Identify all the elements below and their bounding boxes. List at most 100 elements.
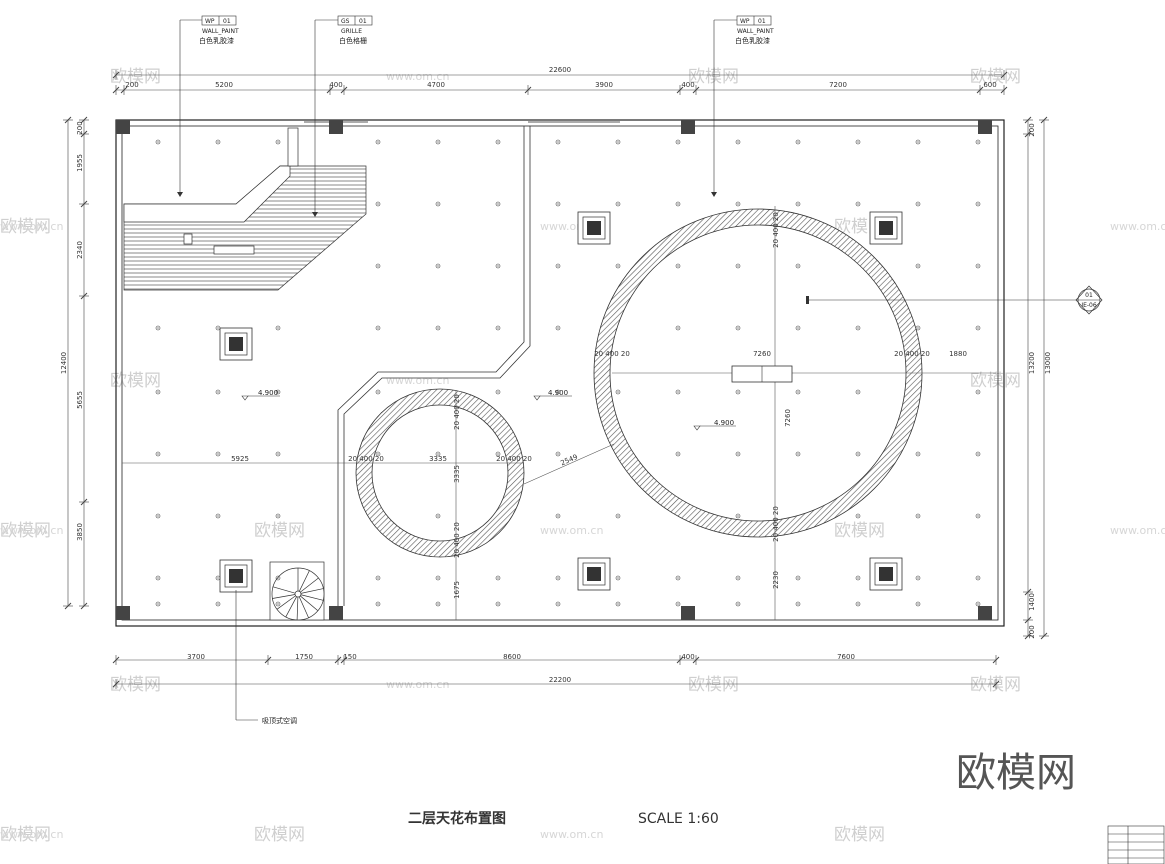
downlight-icon [155, 139, 161, 145]
left-dim: 1955 [76, 154, 84, 172]
ring-dim: 20 400 20 [453, 522, 461, 558]
watermark-logo: 欧模网 [688, 67, 739, 87]
downlight-icon [915, 575, 921, 581]
downlight-icon [155, 575, 161, 581]
downlight-icon [675, 575, 681, 581]
ring-dim: 20 400 20 [772, 212, 780, 248]
left-dim: 5655 [76, 391, 84, 409]
downlight-icon [215, 575, 221, 581]
inner-dim: 1675 [453, 581, 461, 599]
watermark-url: www.om.cn [540, 828, 603, 841]
watermark-url: www.om.cn [386, 678, 449, 691]
downlight-icon [275, 451, 281, 457]
downlight-icon [155, 513, 161, 519]
level-marker: 4.900 [693, 419, 736, 431]
inner-dim: 3335 [453, 465, 461, 483]
top-dims: 22600 200 5200 400 4700 3900 400 7200 60… [125, 66, 996, 89]
top-dim: 7200 [829, 81, 847, 89]
partition-line [337, 126, 531, 606]
top-dim: 5200 [215, 81, 233, 89]
watermark-url: www.om.cn [386, 70, 449, 83]
downlight-icon [155, 601, 161, 607]
watermark-logo: 欧模网 [0, 217, 51, 237]
scale-label: SCALE 1:60 [638, 811, 719, 827]
left-total-dim: 12400 [60, 352, 68, 374]
downlight-icon [375, 575, 381, 581]
downlight-icon [855, 201, 861, 207]
downlight-icon [975, 451, 981, 457]
svg-text:WP: WP [740, 18, 750, 25]
outer-walls [115, 119, 1005, 627]
downlight-icon [915, 601, 921, 607]
downlight-icon [795, 575, 801, 581]
bottom-dim: 3700 [187, 653, 205, 661]
downlight-icon [275, 139, 281, 145]
downlight-icon [675, 389, 681, 395]
downlight-icon [855, 601, 861, 607]
top-dim: 600 [983, 81, 996, 89]
right-dim: 200 [1028, 123, 1036, 136]
downlight-icon [495, 451, 501, 457]
ac-unit-icon [869, 557, 903, 591]
bottom-dim: 1750 [295, 653, 313, 661]
watermark-logo: 欧模网 [254, 825, 305, 845]
downlight-icon [275, 513, 281, 519]
downlight-icon [435, 451, 441, 457]
material-callout-3: WP 01 WALL_PAINT 白色乳胶漆 [711, 15, 774, 197]
svg-text:WALL_PAINT: WALL_PAINT [737, 28, 774, 35]
downlight-icon [375, 201, 381, 207]
downlight-icon [435, 513, 441, 519]
watermark-url: www.om.cn [386, 374, 449, 387]
downlight-icon [215, 601, 221, 607]
ring-dim: 20 400 20 [594, 350, 630, 358]
downlight-icon [735, 389, 741, 395]
watermark-logo: 欧模网 [834, 521, 885, 541]
bottom-dim: 7600 [837, 653, 855, 661]
svg-text:4.900: 4.900 [548, 389, 568, 397]
material-callout-1: WP 01 WALL_PAINT 白色乳胶漆 [177, 15, 239, 197]
left-dims: 12400 200 1955 2340 5655 3850 [60, 121, 84, 541]
large-round-ceiling [593, 206, 1078, 620]
watermark-logo: 欧模网 [970, 371, 1021, 391]
spiral-stair [269, 561, 325, 621]
downlight-icon [495, 263, 501, 269]
downlight-icon [555, 325, 561, 331]
downlight-icon [675, 325, 681, 331]
ac-unit-icon [219, 559, 253, 593]
right-dims: 200 13200 13000 1400 200 [1028, 123, 1052, 638]
top-dim: 400 [329, 81, 342, 89]
downlight-icon [215, 325, 221, 331]
svg-text:IE-06: IE-06 [1081, 302, 1097, 309]
inner-dim: 5925 [231, 455, 249, 463]
downlight-icon [155, 451, 161, 457]
inner-dim: 2549 [559, 453, 579, 468]
watermark-url: www.om.cn [0, 524, 63, 537]
downlight-icon [615, 139, 621, 145]
stair-tread [276, 595, 296, 610]
ac-unit-icon [577, 211, 611, 245]
downlight-icon [735, 451, 741, 457]
downlight-icon [495, 325, 501, 331]
level-marker: 4.900 [533, 389, 572, 401]
downlight-icon [435, 201, 441, 207]
right-dim-b: 13000 [1044, 352, 1052, 374]
downlight-icon [795, 201, 801, 207]
inner-dim: 1880 [949, 350, 967, 358]
downlight-icon [795, 325, 801, 331]
downlight-icon [375, 451, 381, 457]
right-dim-a: 13200 [1028, 352, 1036, 374]
downlight-icon [675, 601, 681, 607]
downlight-icon [615, 601, 621, 607]
watermark-logo: 欧模网 [110, 67, 161, 87]
ac-unit-icon [219, 327, 253, 361]
ac-unit-icon [577, 557, 611, 591]
left-dim: 200 [76, 121, 84, 134]
bottom-dims: 3700 1750 150 8600 400 7600 22200 [187, 653, 855, 684]
level-markers: 4.900 4.900 4.900 [241, 389, 736, 431]
downlight-icon [735, 601, 741, 607]
downlight-icon [615, 201, 621, 207]
downlight-icon [915, 139, 921, 145]
downlight-icon [435, 575, 441, 581]
brand-logo: 欧模网 [956, 750, 1076, 796]
